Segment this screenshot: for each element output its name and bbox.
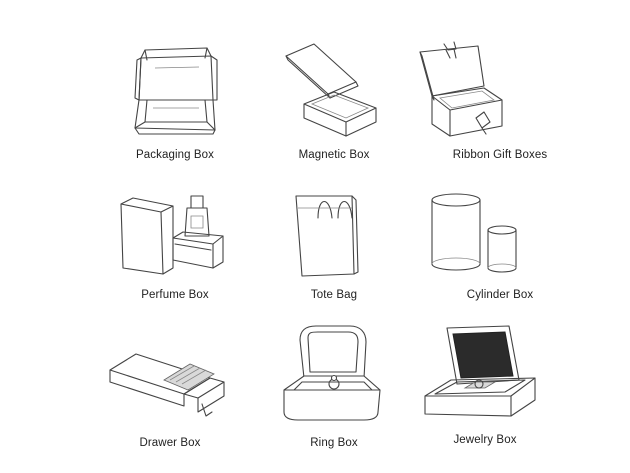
item-drawer-box[interactable]: Drawer Box [90, 320, 250, 460]
item-label: Jewelry Box [453, 434, 517, 446]
drawer-box-icon [90, 320, 250, 430]
item-tote-bag[interactable]: Tote Bag [254, 178, 414, 318]
item-label: Perfume Box [141, 289, 209, 301]
ring-box-icon [254, 320, 414, 430]
item-label: Tote Bag [310, 289, 358, 301]
jewelry-box-icon [405, 320, 565, 430]
item-perfume-box[interactable]: Perfume Box [95, 178, 255, 318]
ribbon-gift-box-icon [420, 38, 580, 148]
item-magnetic-box[interactable]: Magnetic Box [254, 38, 414, 178]
item-packaging-box[interactable]: Packaging Box [95, 38, 255, 178]
item-label: Ring Box [310, 437, 358, 449]
item-cylinder-box[interactable]: Cylinder Box [420, 178, 580, 318]
magnetic-box-icon [254, 38, 414, 148]
item-ribbon-gift-box[interactable]: Ribbon Gift Boxes [420, 38, 580, 178]
item-label: Packaging Box [135, 149, 214, 161]
item-jewelry-box[interactable]: Jewelry Box [405, 320, 565, 460]
item-label: Magnetic Box [298, 149, 370, 161]
perfume-box-icon [95, 178, 255, 288]
item-label: Ribbon Gift Boxes [452, 149, 548, 161]
item-label: Cylinder Box [466, 289, 534, 301]
cylinder-box-icon [420, 178, 580, 288]
tote-bag-icon [254, 178, 414, 288]
item-ring-box[interactable]: Ring Box [254, 320, 414, 460]
packaging-box-icon [95, 38, 255, 148]
item-label: Drawer Box [139, 437, 201, 449]
